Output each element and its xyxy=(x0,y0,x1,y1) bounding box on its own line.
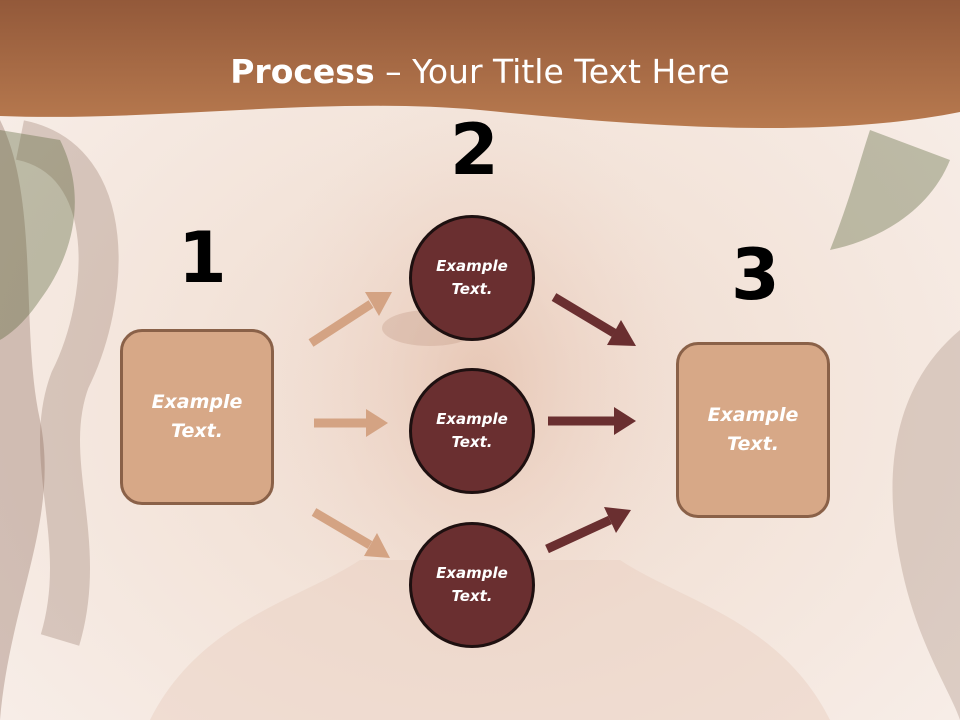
step-number-1: 1 xyxy=(178,217,227,299)
circle-middle-label: Example Text. xyxy=(436,409,508,451)
circle-middle: Example Text. xyxy=(409,368,535,494)
circle-top-label: Example Text. xyxy=(436,256,508,298)
arrow-top-to-right xyxy=(551,293,636,346)
arrow-left-to-top xyxy=(308,292,392,347)
arrow-left-to-middle xyxy=(314,409,388,437)
arrow-left-to-bottom xyxy=(311,508,390,558)
right-box-label: Example Text. xyxy=(707,403,799,455)
arrow-middle-to-right xyxy=(548,407,636,435)
header-band xyxy=(0,0,960,129)
circle-bottom-label: Example Text. xyxy=(436,563,508,605)
step-number-3: 3 xyxy=(731,234,780,316)
arrow-bottom-to-right xyxy=(545,507,631,554)
left-box-label: Example Text. xyxy=(151,390,243,442)
page-title: Process – Your Title Text Here xyxy=(0,52,960,91)
title-dash: – xyxy=(385,52,402,91)
circle-bottom: Example Text. xyxy=(409,522,535,648)
step-number-2: 2 xyxy=(450,109,499,191)
right-box: Example Text. xyxy=(676,342,830,518)
circle-top: Example Text. xyxy=(409,215,535,341)
title-rest: Your Title Text Here xyxy=(412,52,730,91)
left-box: Example Text. xyxy=(120,329,274,505)
title-bold: Process xyxy=(230,52,375,91)
